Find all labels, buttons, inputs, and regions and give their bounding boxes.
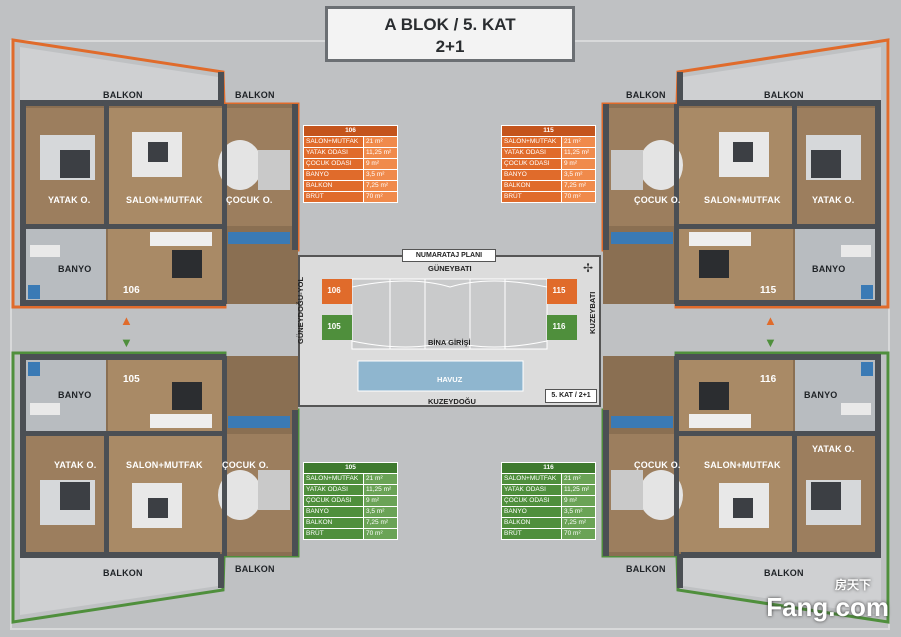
site-south-label: KUZEYDOĞU — [428, 397, 476, 406]
u115-cocuk: ÇOCUK O. — [634, 195, 681, 205]
site-badge-105: 105 — [327, 321, 341, 331]
u116-number: 116 — [760, 374, 777, 385]
u106-cocuk: ÇOCUK O. — [226, 195, 273, 205]
u105-balkon-left: BALKON — [103, 568, 143, 578]
table-header: 106 — [303, 125, 398, 137]
u116-balkon-right: BALKON — [764, 568, 804, 578]
unit-106-plan — [11, 38, 300, 309]
arrow-up-icon: ▲ — [764, 313, 777, 328]
title-block: A BLOK / 5. KAT — [384, 15, 516, 34]
site-plan: ✢ — [298, 255, 601, 407]
unit-105-plan — [11, 351, 300, 624]
compass-icon: ✢ — [583, 261, 594, 275]
u116-cocuk: ÇOCUK O. — [634, 460, 681, 470]
u106-banyo: BANYO — [58, 264, 92, 274]
site-north-label: GÜNEYBATI — [428, 264, 472, 273]
watermark-logo: Fang.com — [766, 592, 889, 622]
u115-banyo: BANYO — [812, 264, 846, 274]
arrow-down-icon: ▼ — [764, 335, 777, 350]
site-badge-116: 116 — [552, 321, 566, 331]
floor-tag: 5. KAT / 2+1 — [545, 389, 597, 403]
site-east-label: KUZEYBATI — [588, 291, 597, 334]
site-badge-106: 106 — [327, 285, 341, 295]
u115-salon: SALON+MUTFAK — [704, 195, 781, 205]
u115-yatak: YATAK O. — [812, 195, 855, 205]
title-type: 2+1 — [435, 37, 465, 56]
u105-balkon-right: BALKON — [235, 564, 275, 574]
table-header: 115 — [501, 125, 596, 137]
watermark-cn: 房天下 — [834, 578, 871, 592]
u116-yatak: YATAK O. — [812, 444, 855, 454]
arrow-down-icon: ▼ — [120, 335, 133, 350]
site-west-label: GÜNEYDOĞU-YOL — [296, 276, 305, 344]
u115-number: 115 — [760, 285, 777, 296]
site-badge-115: 115 — [552, 285, 566, 295]
u106-yatak: YATAK O. — [48, 195, 91, 205]
unit-115-plan — [601, 38, 890, 309]
u105-number: 105 — [123, 374, 140, 385]
u105-cocuk: ÇOCUK O. — [222, 460, 269, 470]
u116-salon: SALON+MUTFAK — [704, 460, 781, 470]
u106-balkon-left: BALKON — [103, 90, 143, 100]
site-pool-label: HAVUZ — [437, 375, 463, 384]
u106-salon: SALON+MUTFAK — [126, 195, 203, 205]
u105-banyo: BANYO — [58, 390, 92, 400]
u105-yatak: YATAK O. — [54, 460, 97, 470]
arrow-up-icon: ▲ — [120, 313, 133, 328]
u115-balkon-right: BALKON — [764, 90, 804, 100]
u105-salon: SALON+MUTFAK — [126, 460, 203, 470]
unit-116-plan — [601, 351, 890, 624]
site-plan-drawing — [322, 278, 577, 392]
table-header: 105 — [303, 462, 398, 474]
site-entrance-label: BİNA GİRİŞİ — [428, 338, 471, 347]
u116-balkon-left: BALKON — [626, 564, 666, 574]
u106-balkon-right: BALKON — [235, 90, 275, 100]
u116-banyo: BANYO — [804, 390, 838, 400]
table-header: 116 — [501, 462, 596, 474]
u115-balkon-left: BALKON — [626, 90, 666, 100]
site-plan-title: NUMARATAJ PLANI — [402, 249, 496, 262]
page-title: A BLOK / 5. KAT 2+1 — [325, 6, 575, 62]
u106-number: 106 — [123, 285, 140, 296]
